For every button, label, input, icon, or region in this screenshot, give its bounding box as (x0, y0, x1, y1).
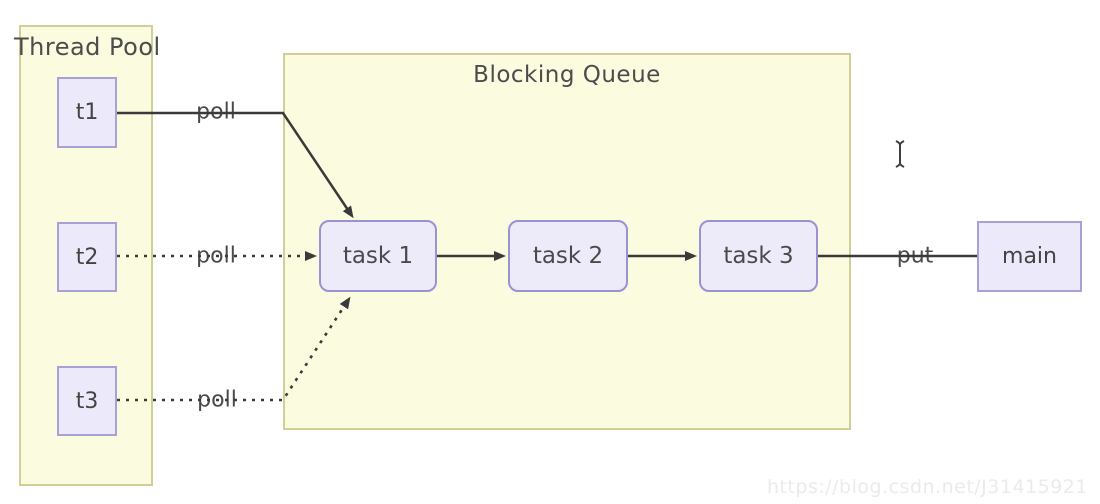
node-task1-label: task 1 (342, 243, 414, 269)
edge-label-poll-t3: poll (197, 387, 237, 413)
edge-label-poll-t1: poll (196, 99, 236, 125)
edge-label-poll-t2: poll (196, 243, 236, 269)
node-t3: t3 (57, 366, 117, 436)
node-t1: t1 (57, 77, 117, 148)
node-task3-label: task 3 (723, 243, 794, 269)
watermark-text: https://blog.csdn.net/J31415921 (766, 476, 1088, 498)
node-t3-label: t3 (75, 388, 99, 414)
node-main: main (977, 221, 1082, 292)
node-t1-label: t1 (75, 100, 99, 125)
node-t2-label: t2 (75, 244, 99, 270)
node-task2: task 2 (508, 220, 628, 292)
blocking-queue-title: Blocking Queue (473, 62, 661, 88)
thread-pool-title: Thread Pool (14, 33, 161, 61)
node-task2-label: task 2 (532, 243, 604, 269)
edge-label-put: put (896, 243, 934, 269)
node-main-label: main (1002, 244, 1057, 269)
node-task1: task 1 (319, 220, 437, 292)
ibeam-cursor-icon (895, 140, 905, 168)
node-task3: task 3 (699, 220, 818, 292)
node-t2: t2 (57, 222, 117, 292)
